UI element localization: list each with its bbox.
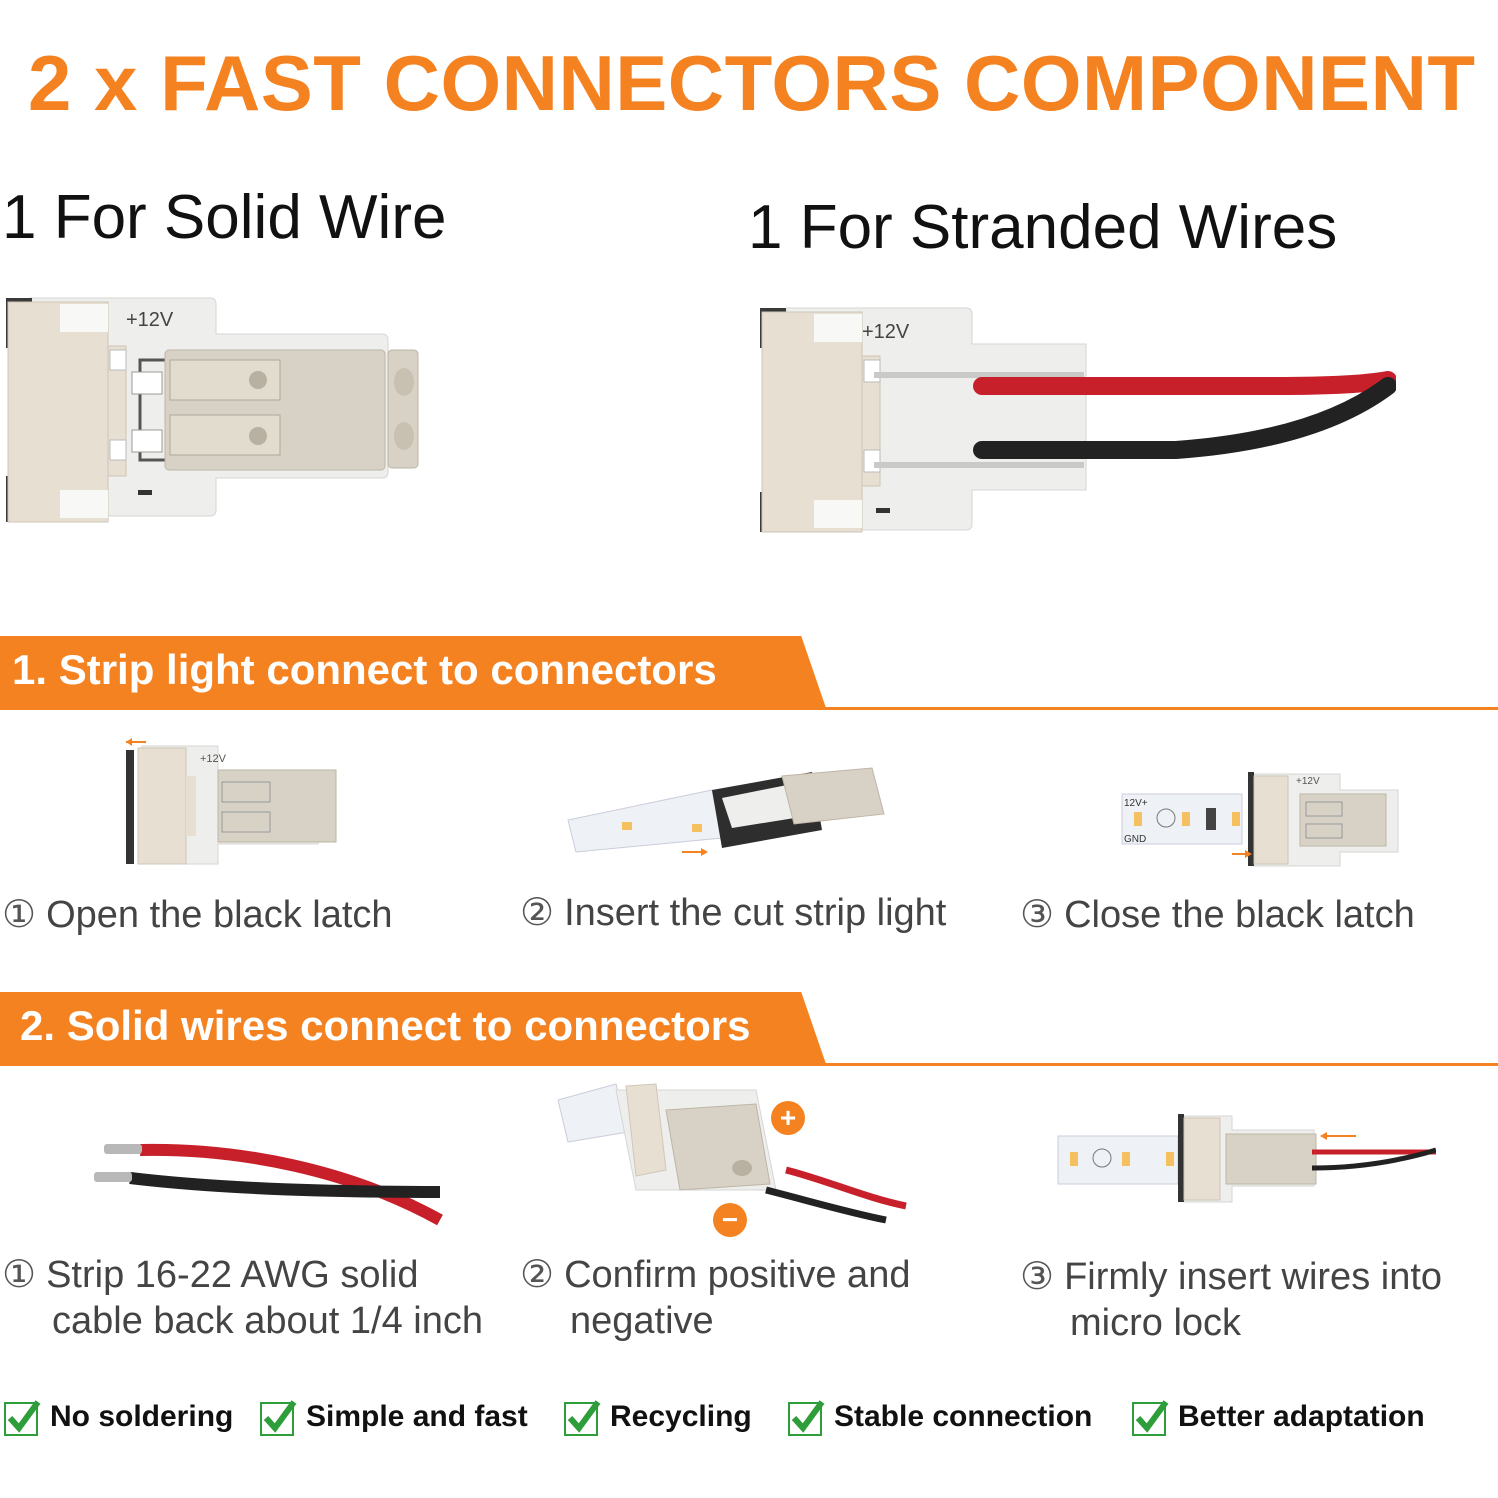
negative-badge [713,1203,747,1237]
solid-wire-connector-image: +12V [6,297,419,523]
positive-badge [771,1101,805,1135]
svg-text:+12V: +12V [200,753,227,765]
close-latch-image: 12V+ GND +12V [1121,772,1399,867]
feature-stable-connection: Stable connection [788,1398,1092,1436]
minus-mark [138,490,152,495]
section-2-heading: 2. Solid wires connect to connectors [20,1002,751,1049]
check-icon [564,1400,601,1436]
section-2-banner: 2. Solid wires connect to connectors [0,992,1498,1066]
stripped-wires-image [94,1143,443,1226]
inserted-wires-image [1057,1114,1436,1203]
feature-better-adaptation: Better adaptation [1132,1398,1425,1436]
section-1-banner: 1. Strip light connect to connectors [0,636,1498,710]
svg-text:+12V: +12V [862,321,910,343]
check-icon [788,1400,825,1436]
insert-strip-image [567,767,885,856]
open-latch-image: +12V [126,738,337,865]
section-1-heading: 1. Strip light connect to connectors [12,646,717,693]
solid-wire-label: 1 For Solid Wire [2,183,447,252]
svg-text:−: − [722,1204,738,1235]
stranded-wire-label: 1 For Stranded Wires [748,193,1338,262]
check-icon [260,1400,297,1436]
stranded-wire-connector-image: +12V [760,307,1396,533]
check-icon [4,1400,41,1436]
feature-no-soldering: No soldering [4,1398,233,1436]
page-title: 2 x FAST CONNECTORS COMPONENT [28,39,1476,127]
check-icon [1132,1400,1169,1436]
svg-text:+12V: +12V [1296,776,1320,787]
svg-text:12V+: 12V+ [1124,798,1148,809]
feature-recycling: Recycling [564,1398,752,1436]
feature-simple-fast: Simple and fast [260,1398,528,1436]
plus-12v-label: +12V [126,309,174,331]
svg-text:+: + [780,1102,796,1133]
polarity-image: + − [557,1083,907,1237]
svg-text:GND: GND [1124,834,1146,845]
